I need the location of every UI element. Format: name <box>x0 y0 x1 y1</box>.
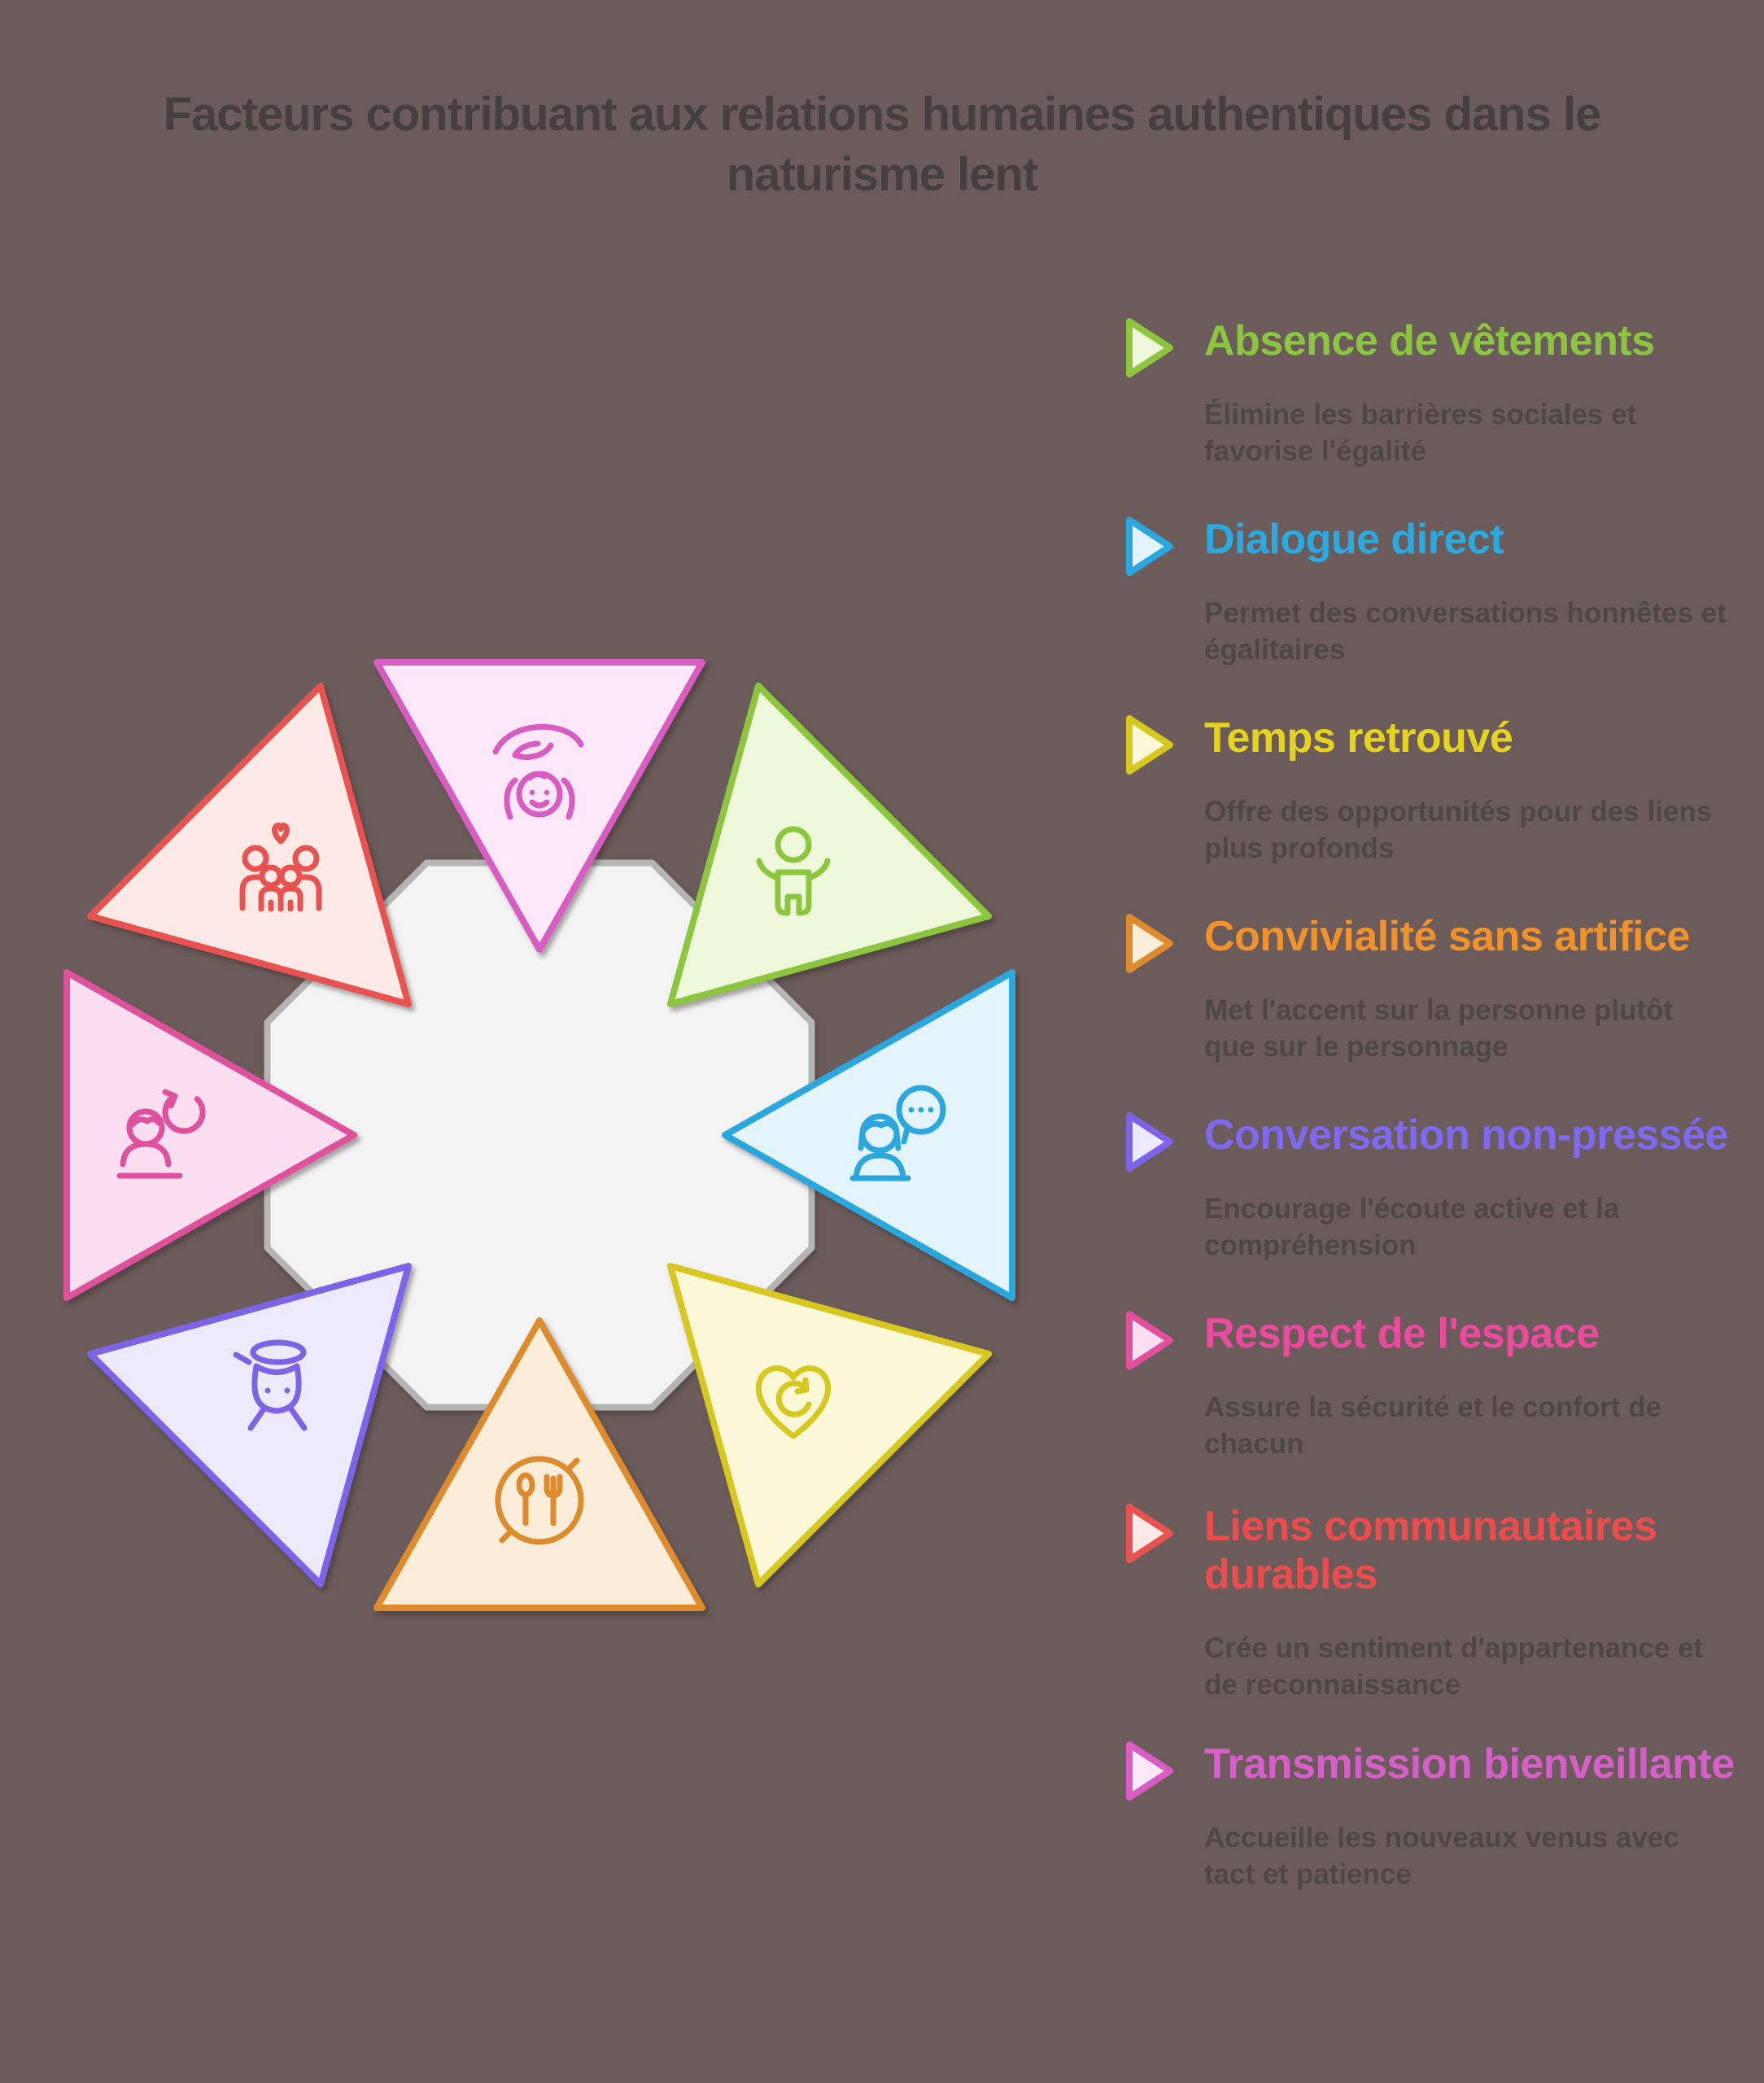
legend-item-title: Dialogue direct <box>1204 516 1504 563</box>
legend-item-description: Permet des conversations honnêtes et éga… <box>1204 597 1727 666</box>
triangle-shape <box>667 683 992 1007</box>
legend-item-temps-retrouve: Temps retrouvé Offre des opportunités po… <box>1125 713 1741 867</box>
legend-item-description: Assure la sécurité et le confort de chac… <box>1204 1391 1662 1460</box>
triangle-topleft-liens <box>87 683 412 1007</box>
legend-item-title: Conversation non-pressée <box>1204 1111 1728 1159</box>
triangle-topright-absence <box>667 683 992 1007</box>
triangle-marker-icon <box>1126 914 1173 973</box>
person-rotate-arrow-icon <box>116 1089 206 1179</box>
family-heart-icon <box>239 822 322 912</box>
legend-item-title: Respect de l'espace <box>1204 1310 1600 1357</box>
page-title-line2: naturisme lent <box>726 148 1038 201</box>
triangle-left-respect <box>63 969 357 1301</box>
legend-item-title: Temps retrouvé <box>1204 714 1513 762</box>
drum-icon <box>233 1339 308 1431</box>
legend-item-respect-de-lespace: Respect de l'espace Assure la sécurité e… <box>1125 1308 1741 1462</box>
legend-item-transmission-bienveillante: Transmission bienveillante Accueille les… <box>1125 1739 1741 1893</box>
legend-item-liens-communautaires-durables: Liens communautaires durables Crée un se… <box>1125 1501 1741 1703</box>
legend-item-description: Accueille les nouveaux venus avec tact e… <box>1204 1822 1679 1890</box>
legend-item-title: Transmission bienveillante <box>1204 1740 1735 1788</box>
meal-circle-icon <box>495 1456 584 1545</box>
triangle-bottomright-temps <box>667 1263 992 1587</box>
legend-item-description: Encourage l'écoute active et la compréhe… <box>1204 1193 1620 1261</box>
legend-item-description: Offre des opportunités pour des liens pl… <box>1204 796 1713 864</box>
triangle-bottom-convivialite <box>373 1317 705 1611</box>
triangle-shape <box>63 969 357 1301</box>
page-title: Facteurs contribuant aux relations humai… <box>0 85 1764 205</box>
heart-refresh-icon <box>755 1365 832 1439</box>
raised-arms-person-icon <box>756 826 831 916</box>
legend-item-title: Convivialité sans artifice <box>1204 913 1690 960</box>
page-title-line1: Facteurs contribuant aux relations humai… <box>163 88 1602 141</box>
legend-item-description: Élimine les barrières sociales et favori… <box>1204 399 1637 467</box>
triangle-bottomleft-conversation <box>87 1263 412 1587</box>
triangle-marker-icon <box>1126 1311 1173 1370</box>
triangle-shape <box>722 969 1015 1301</box>
legend-item-description: Crée un sentiment d'appartenance et de r… <box>1204 1632 1704 1701</box>
triangle-marker-icon <box>1126 1504 1173 1563</box>
woman-speech-bubble-icon <box>849 1085 946 1181</box>
triangle-shape <box>667 1263 992 1587</box>
triangle-marker-icon <box>1126 1741 1173 1801</box>
triangle-marker-icon <box>1126 517 1173 576</box>
legend-item-dialogue-direct: Dialogue direct Permet des conversations… <box>1125 514 1741 668</box>
legend-item-title: Liens communautaires durables <box>1204 1503 1657 1598</box>
triangle-top-transmission <box>373 659 705 953</box>
legend-item-convivialite-sans-artifice: Convivialité sans artifice Met l'accent … <box>1125 911 1741 1065</box>
caring-hand-child-icon <box>492 723 584 820</box>
triangle-right-dialogue <box>722 969 1015 1301</box>
triangle-marker-icon <box>1126 715 1173 775</box>
legend-item-description: Met l'accent sur la personne plutôt que … <box>1204 994 1674 1063</box>
legend-item-conversation-non-pressee: Conversation non-pressée Encourage l'éco… <box>1125 1110 1741 1264</box>
triangle-shape <box>87 683 412 1007</box>
triangle-marker-icon <box>1126 318 1173 378</box>
triangle-marker-icon <box>1126 1112 1173 1172</box>
legend-item-title: Absence de vêtements <box>1204 317 1655 365</box>
triangle-shape <box>373 1317 705 1611</box>
legend-item-absence-de-vetements: Absence de vêtements Élimine les barrièr… <box>1125 316 1741 469</box>
